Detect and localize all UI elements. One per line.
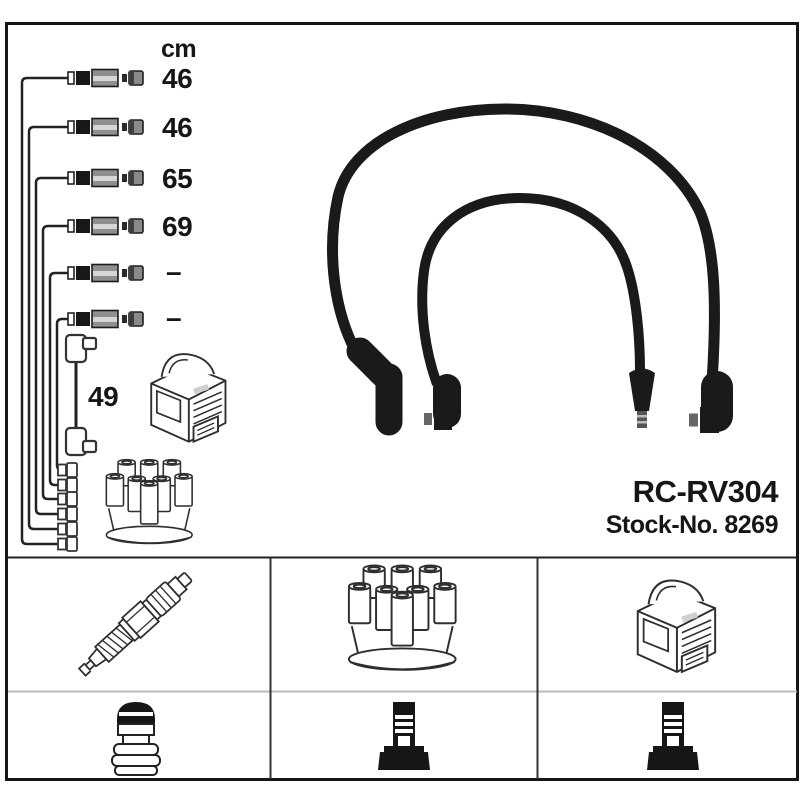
product-info: RC-RV304 Stock-No. 8269: [605, 474, 779, 539]
ignition-coil-icon: [636, 579, 717, 673]
distributor-terminal-icon: [378, 702, 430, 770]
spark-plug-boot-icon: [111, 701, 161, 776]
distributor-cap-icon: [347, 564, 457, 671]
coil-cable-length: 49: [88, 381, 119, 412]
cable-length-1: 46: [162, 63, 193, 94]
spark-plug-icon: [72, 565, 199, 684]
unit-header: cm: [161, 35, 197, 63]
distributor-cap-small-icon: [105, 458, 193, 545]
product-stock-number: Stock-No. 8269: [605, 511, 779, 539]
main-cables: [327, 103, 733, 436]
ignition-coil-small-icon: [150, 353, 227, 443]
cable-length-4: 69: [162, 211, 193, 242]
cable-plug-connectors: [67, 68, 144, 329]
cable-length-5: –: [166, 256, 182, 287]
cable-length-6: –: [166, 302, 182, 333]
diagram-frame: [5, 22, 799, 781]
legend-grid-lines: [8, 556, 797, 779]
cable-length-2: 46: [162, 112, 193, 143]
product-code: RC-RV304: [632, 474, 779, 509]
coil-terminal-icon: [647, 702, 699, 770]
distributor-end-connectors: [57, 462, 78, 552]
coil-wire-schematic: [64, 333, 98, 457]
cable-length-3: 65: [162, 163, 193, 194]
